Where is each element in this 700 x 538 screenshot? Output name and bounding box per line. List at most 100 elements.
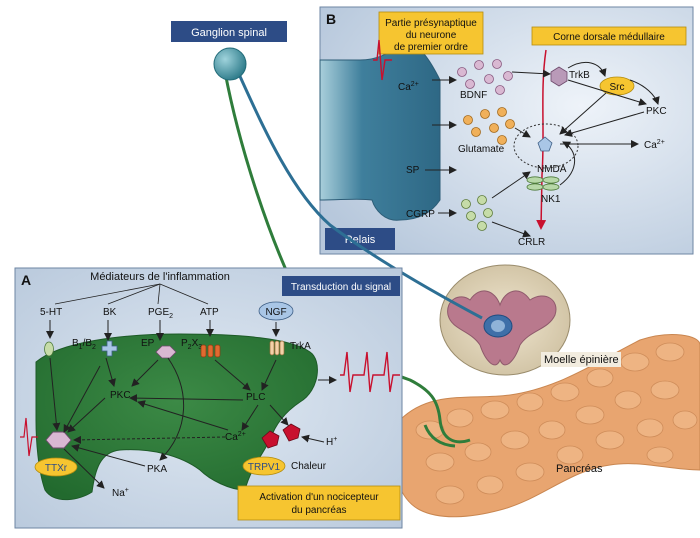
- nk1-label: NK1: [541, 194, 561, 205]
- pkc-label-b: PKC: [646, 106, 667, 117]
- dorsal-horn-box: [531, 26, 687, 46]
- b1b2-label: B: [72, 338, 79, 349]
- bdnf-label: BDNF: [460, 90, 487, 101]
- ca-sup-b: 2+: [411, 81, 419, 88]
- chaleur-label: Chaleur: [291, 461, 327, 472]
- pancreas: Pancréas: [393, 334, 700, 518]
- ganglion-body: [213, 47, 247, 81]
- svg-text:H+: H+: [326, 436, 337, 448]
- relay-label: Relais: [345, 234, 376, 246]
- 5ht-receptor: [44, 341, 54, 357]
- nmda-label: NMDA: [537, 164, 567, 175]
- presynaptic-box-line2: du neurone: [406, 30, 457, 41]
- svg-text:B1/B2: B1/B2: [72, 338, 96, 351]
- trpv1-channel-right: [282, 423, 301, 442]
- bk-receptor: [101, 340, 118, 357]
- sp-label: SP: [406, 165, 420, 176]
- ep-receptor: [155, 345, 177, 359]
- signal-box: [282, 276, 400, 296]
- mediator-atp: ATP: [200, 307, 219, 318]
- panel-a-letter: A: [21, 272, 31, 288]
- glutamate-label: Glutamate: [458, 144, 505, 155]
- ttxr-oval: [34, 457, 78, 477]
- nmda-receptor-pentagon: [537, 136, 553, 152]
- mediators-title: Médiateurs de l'inflammation: [90, 271, 230, 283]
- panel-b-letter: B: [326, 11, 336, 27]
- mediator-bk: BK: [103, 307, 117, 318]
- spinal-cord: Moelle épinière: [439, 264, 621, 376]
- nmda-complex: [513, 123, 579, 169]
- x3-sub: 3: [198, 344, 202, 351]
- mediator-ngf: NGF: [265, 307, 286, 318]
- ca-sup-b-right: 2+: [657, 139, 665, 146]
- trpv1-channel-left: [261, 430, 280, 449]
- cgrp-label: CGRP: [406, 209, 435, 220]
- glutamate-vesicles: [463, 107, 515, 145]
- svg-text:Na+: Na+: [112, 487, 129, 499]
- svg-text:P2X3: P2X3: [181, 338, 202, 351]
- p2x3-label: P: [181, 338, 188, 349]
- ca-label-b: Ca: [398, 82, 411, 93]
- svg-text:Ca2+: Ca2+: [225, 431, 246, 443]
- trka-receptor: [269, 340, 285, 356]
- mediator-pge: PGE: [148, 307, 169, 318]
- panel-a: A Médiateurs de l'inflammation Transduct…: [14, 267, 403, 529]
- nociceptor-terminal: [35, 333, 318, 501]
- mediator-5ht: 5-HT: [40, 307, 62, 318]
- plc-label-a: PLC: [246, 392, 265, 403]
- mediator-pge-sub: 2: [169, 313, 173, 320]
- dorsal-horn-box-label: Corne dorsale médullaire: [553, 32, 665, 43]
- pkc-label-a: PKC: [110, 390, 131, 401]
- central-axon: [236, 71, 483, 320]
- ca-sup-a: 2+: [238, 431, 246, 438]
- panel-b: B Partie présynaptique du neurone de pre…: [319, 6, 694, 255]
- ganglion-label: Ganglion spinal: [191, 27, 267, 39]
- x-label: X: [192, 338, 199, 349]
- svg-text:PGE2: PGE2: [148, 307, 173, 320]
- spinal-cord-label: Moelle épinière: [544, 354, 619, 366]
- ca-label-b-right: Ca: [644, 140, 657, 151]
- h-sup: +: [333, 436, 337, 443]
- trpv1-label: TRPV1: [248, 462, 281, 473]
- action-potential-b: [373, 39, 392, 81]
- trpv1-oval: [242, 456, 286, 476]
- ep-label: EP: [141, 338, 155, 349]
- p2-sub: 2: [188, 344, 192, 351]
- ngf-oval: [258, 301, 294, 321]
- src-label: Src: [610, 82, 625, 93]
- spinal-cord-label-bg: [541, 352, 621, 367]
- trkb-label: TrkB: [569, 70, 590, 81]
- presynaptic-box-line1: Partie présynaptique: [385, 18, 477, 29]
- b1-sub: 1: [79, 344, 83, 351]
- trkb-receptor: [550, 66, 568, 87]
- activation-box-line1: Activation d'un nocicepteur: [259, 492, 379, 503]
- presynaptic-terminal: [319, 39, 441, 221]
- ttxr-channel: [45, 431, 72, 449]
- ganglion-label-box: [171, 21, 287, 42]
- pancreas-label: Pancréas: [556, 463, 603, 475]
- svg-text:Ca2+: Ca2+: [398, 81, 419, 93]
- activation-box: [237, 485, 401, 521]
- action-potential-a: [20, 417, 38, 457]
- ganglion-axons: Ganglion spinal: [171, 21, 483, 448]
- presynaptic-box: [378, 11, 484, 55]
- postsynaptic-axon: [536, 49, 547, 230]
- presynaptic-box-line3: de premier ordre: [394, 42, 468, 53]
- action-potential-train: [340, 351, 400, 393]
- cgrp-vesicles: [461, 195, 493, 231]
- activation-box-line2: du pancréas: [291, 505, 346, 516]
- bdnf-vesicles: [457, 59, 513, 95]
- b-slash: /B: [83, 338, 93, 349]
- ca-label-a: Ca: [225, 432, 238, 443]
- trka-label: TrkA: [290, 341, 311, 352]
- na-sup: +: [125, 487, 129, 494]
- b2-sub: 2: [92, 344, 96, 351]
- ttxr-label: TTXr: [45, 463, 68, 474]
- pka-label: PKA: [147, 464, 167, 475]
- h-label: H: [326, 437, 333, 448]
- na-label: Na: [112, 488, 125, 499]
- svg-text:Ca2+: Ca2+: [644, 139, 665, 151]
- crlr-label: CRLR: [518, 237, 545, 248]
- signal-box-label: Transduction du signal: [291, 282, 391, 293]
